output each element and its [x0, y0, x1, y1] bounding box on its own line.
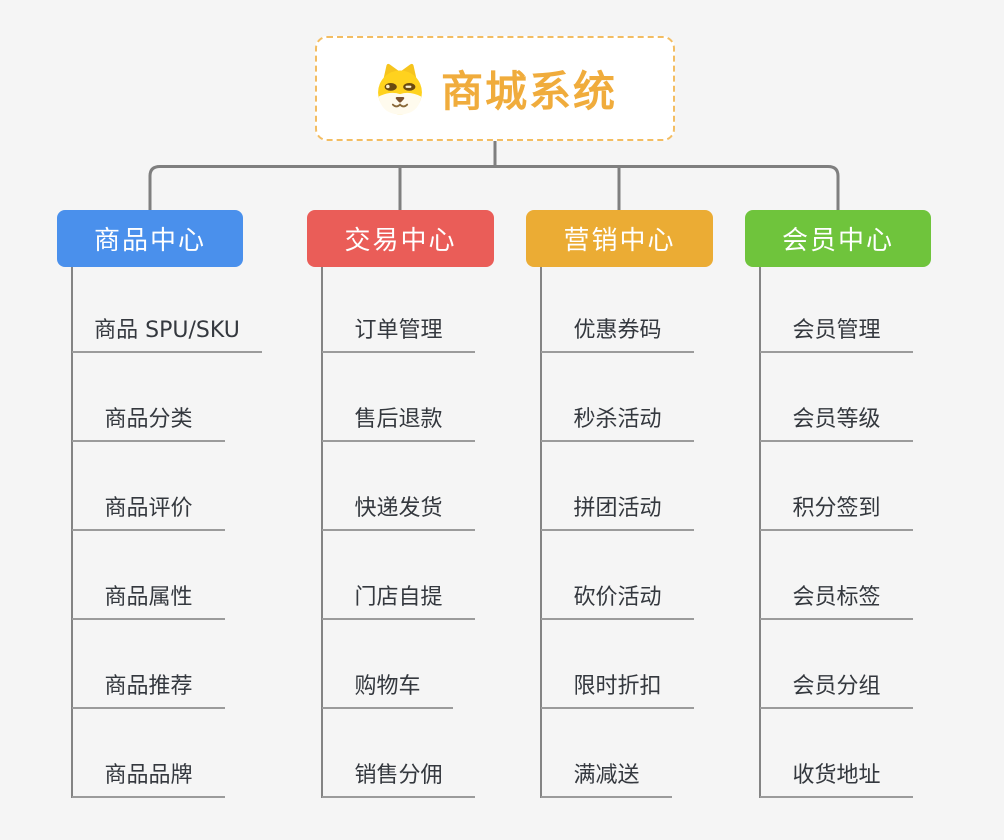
- branch-trade-center[interactable]: 交易中心: [307, 210, 494, 267]
- leaf-topic[interactable]: 限时折扣: [541, 665, 694, 709]
- branch-children-trunk-line: [540, 267, 542, 798]
- branch-label: 营销中心: [563, 226, 676, 256]
- leaf-topic[interactable]: 商品评价: [72, 487, 225, 531]
- branch-label: 交易中心: [344, 226, 457, 256]
- leaf-topic[interactable]: 会员标签: [760, 576, 913, 620]
- leaf-topic[interactable]: 商品 SPU/SKU: [72, 309, 262, 353]
- branch-product-center[interactable]: 商品中心: [57, 210, 243, 267]
- leaf-topic[interactable]: 秒杀活动: [541, 398, 694, 442]
- leaf-topic[interactable]: 拼团活动: [541, 487, 694, 531]
- leaf-topic[interactable]: 砍价活动: [541, 576, 694, 620]
- leaf-topic[interactable]: 积分签到: [760, 487, 913, 531]
- leaf-topic[interactable]: 会员等级: [760, 398, 913, 442]
- leaf-topic[interactable]: 门店自提: [322, 576, 475, 620]
- branch-children-trunk-line: [71, 267, 73, 798]
- root-topic-title: 商城系统: [440, 67, 617, 116]
- leaf-topic[interactable]: 优惠券码: [541, 309, 694, 353]
- leaf-topic[interactable]: 购物车: [322, 665, 453, 709]
- branch-label: 会员中心: [781, 226, 894, 256]
- root-topic[interactable]: 商城系统: [315, 36, 675, 141]
- leaf-topic[interactable]: 商品分类: [72, 398, 225, 442]
- leaf-topic[interactable]: 满减送: [541, 754, 672, 798]
- leaf-topic[interactable]: 会员管理: [760, 309, 913, 353]
- branch-label: 商品中心: [93, 226, 206, 256]
- leaf-topic[interactable]: 快递发货: [322, 487, 475, 531]
- leaf-topic[interactable]: 售后退款: [322, 398, 475, 442]
- leaf-topic[interactable]: 订单管理: [322, 309, 475, 353]
- leaf-topic[interactable]: 商品属性: [72, 576, 225, 620]
- branch-marketing-center[interactable]: 营销中心: [526, 210, 713, 267]
- branch-children-trunk-line: [321, 267, 323, 798]
- leaf-topic[interactable]: 收货地址: [760, 754, 913, 798]
- dog-face-icon: [378, 63, 422, 114]
- branch-children-trunk-line: [759, 267, 761, 798]
- leaf-topic[interactable]: 销售分佣: [322, 754, 475, 798]
- leaf-topic[interactable]: 商品品牌: [72, 754, 225, 798]
- leaf-topic[interactable]: 会员分组: [760, 665, 913, 709]
- connector-bracket: [148, 165, 840, 212]
- branch-member-center[interactable]: 会员中心: [745, 210, 931, 267]
- leaf-topic[interactable]: 商品推荐: [72, 665, 225, 709]
